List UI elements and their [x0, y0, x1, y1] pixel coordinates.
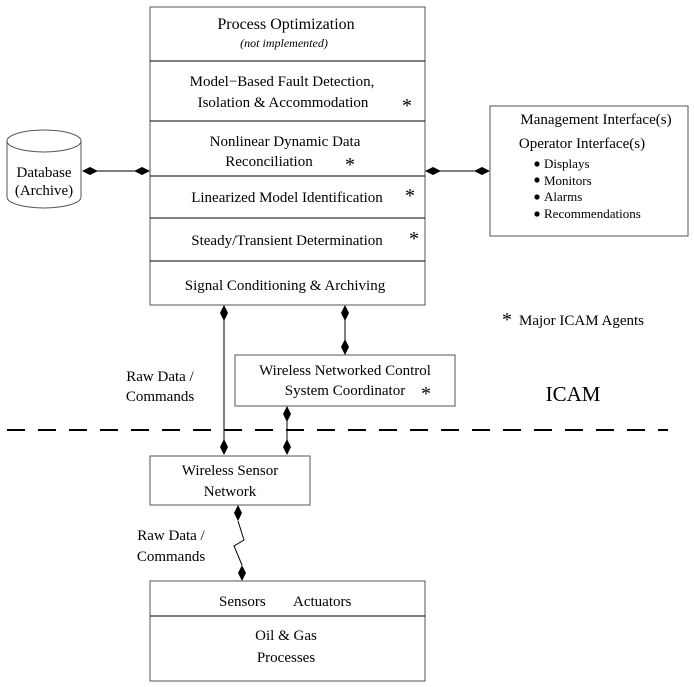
nddr-layer-line1: Nonlinear Dynamic Data [210, 134, 361, 150]
wsn-label-line2: Network [204, 484, 257, 500]
management-interface-box: Management Interface(s) Operator Interfa… [489, 105, 689, 237]
coordinator-label-line1: Wireless Networked Control [259, 363, 431, 379]
interface-bullet-recommendations: Recommendations [544, 206, 641, 221]
archive-label: (Archive) [15, 183, 73, 199]
not-implemented-note: (not implemented) [240, 36, 328, 50]
coordinator-wsn-connector [283, 406, 291, 455]
diamond-marker [474, 167, 490, 175]
bullet-icon [534, 177, 540, 183]
major-icam-agents-label: Major ICAM Agents [519, 313, 644, 329]
diamond-marker [341, 339, 349, 355]
layer-stack-frame [149, 6, 426, 306]
fdia-layer-line2: Isolation & Accommodation [198, 95, 369, 111]
icam-layer-stack: Process Optimization (not implemented) M… [149, 6, 426, 306]
interface-bullet-alarms: Alarms [544, 189, 582, 204]
processes-label: Processes [257, 650, 315, 666]
agent-asterisk: * [345, 154, 355, 176]
agent-asterisk: * [405, 185, 415, 207]
stack-interface-connector [425, 167, 490, 175]
database-cylinder-body [6, 141, 82, 209]
diamond-marker [134, 167, 150, 175]
agent-asterisk: * [409, 228, 419, 250]
database-stack-connector [82, 167, 150, 175]
operator-interface-label: Operator Interface(s) [519, 136, 645, 152]
management-interface-label: Management Interface(s) [520, 112, 671, 128]
process-optimization-title: Process Optimization [217, 16, 354, 33]
wireless-sensor-network-box: Wireless Sensor Network [149, 455, 311, 506]
legend-asterisk: * [502, 309, 512, 331]
bullet-icon [534, 161, 540, 167]
diamond-marker [82, 167, 98, 175]
wsn-label-line1: Wireless Sensor [182, 463, 278, 479]
icam-boundary-label: ICAM [546, 382, 601, 406]
agent-asterisk: * [402, 95, 412, 117]
sensors-label: Sensors [219, 594, 266, 610]
bullet-icon [534, 194, 540, 200]
stack-coordinator-connector [341, 305, 349, 355]
interface-bullet-monitors: Monitors [544, 173, 592, 188]
field-process-box: Sensors Actuators Oil & Gas Processes [149, 580, 426, 682]
database-label: Database [17, 165, 72, 181]
interface-bullet-displays: Displays [544, 156, 590, 171]
diamond-marker [238, 565, 246, 581]
raw-data-label-upper: Raw Data / [126, 369, 194, 385]
diamond-marker [220, 439, 228, 455]
actuators-label: Actuators [293, 594, 351, 610]
coordinator-box: Wireless Networked Control System Coordi… [234, 354, 456, 407]
steady-transient-determination-label: Steady/Transient Determination [191, 233, 383, 249]
diamond-marker [220, 305, 228, 321]
diamond-marker [425, 167, 441, 175]
agent-asterisk: * [421, 383, 431, 405]
fdia-layer-line1: Model−Based Fault Detection, [190, 74, 375, 90]
nddr-layer-line2: Reconciliation [225, 154, 313, 170]
database-archive: Database (Archive) [6, 129, 82, 209]
stack-wsn-connector [220, 305, 228, 455]
raw-data-label-lower: Raw Data / [137, 528, 205, 544]
signal-conditioning-archiving-label: Signal Conditioning & Archiving [185, 278, 386, 294]
wireless-link-connector [233, 505, 246, 581]
commands-label-upper: Commands [126, 389, 194, 405]
oil-gas-label: Oil & Gas [255, 628, 317, 644]
coordinator-label-line2: System Coordinator [285, 383, 405, 399]
diamond-marker [341, 305, 349, 321]
diamond-marker [234, 505, 242, 521]
diamond-marker [283, 406, 291, 422]
bullet-icon [534, 211, 540, 217]
commands-label-lower: Commands [137, 549, 205, 565]
linearized-model-identification-label: Linearized Model Identification [191, 190, 383, 206]
database-cylinder-top [6, 129, 82, 153]
diamond-marker [283, 439, 291, 455]
agents-legend: * Major ICAM Agents [502, 309, 644, 331]
